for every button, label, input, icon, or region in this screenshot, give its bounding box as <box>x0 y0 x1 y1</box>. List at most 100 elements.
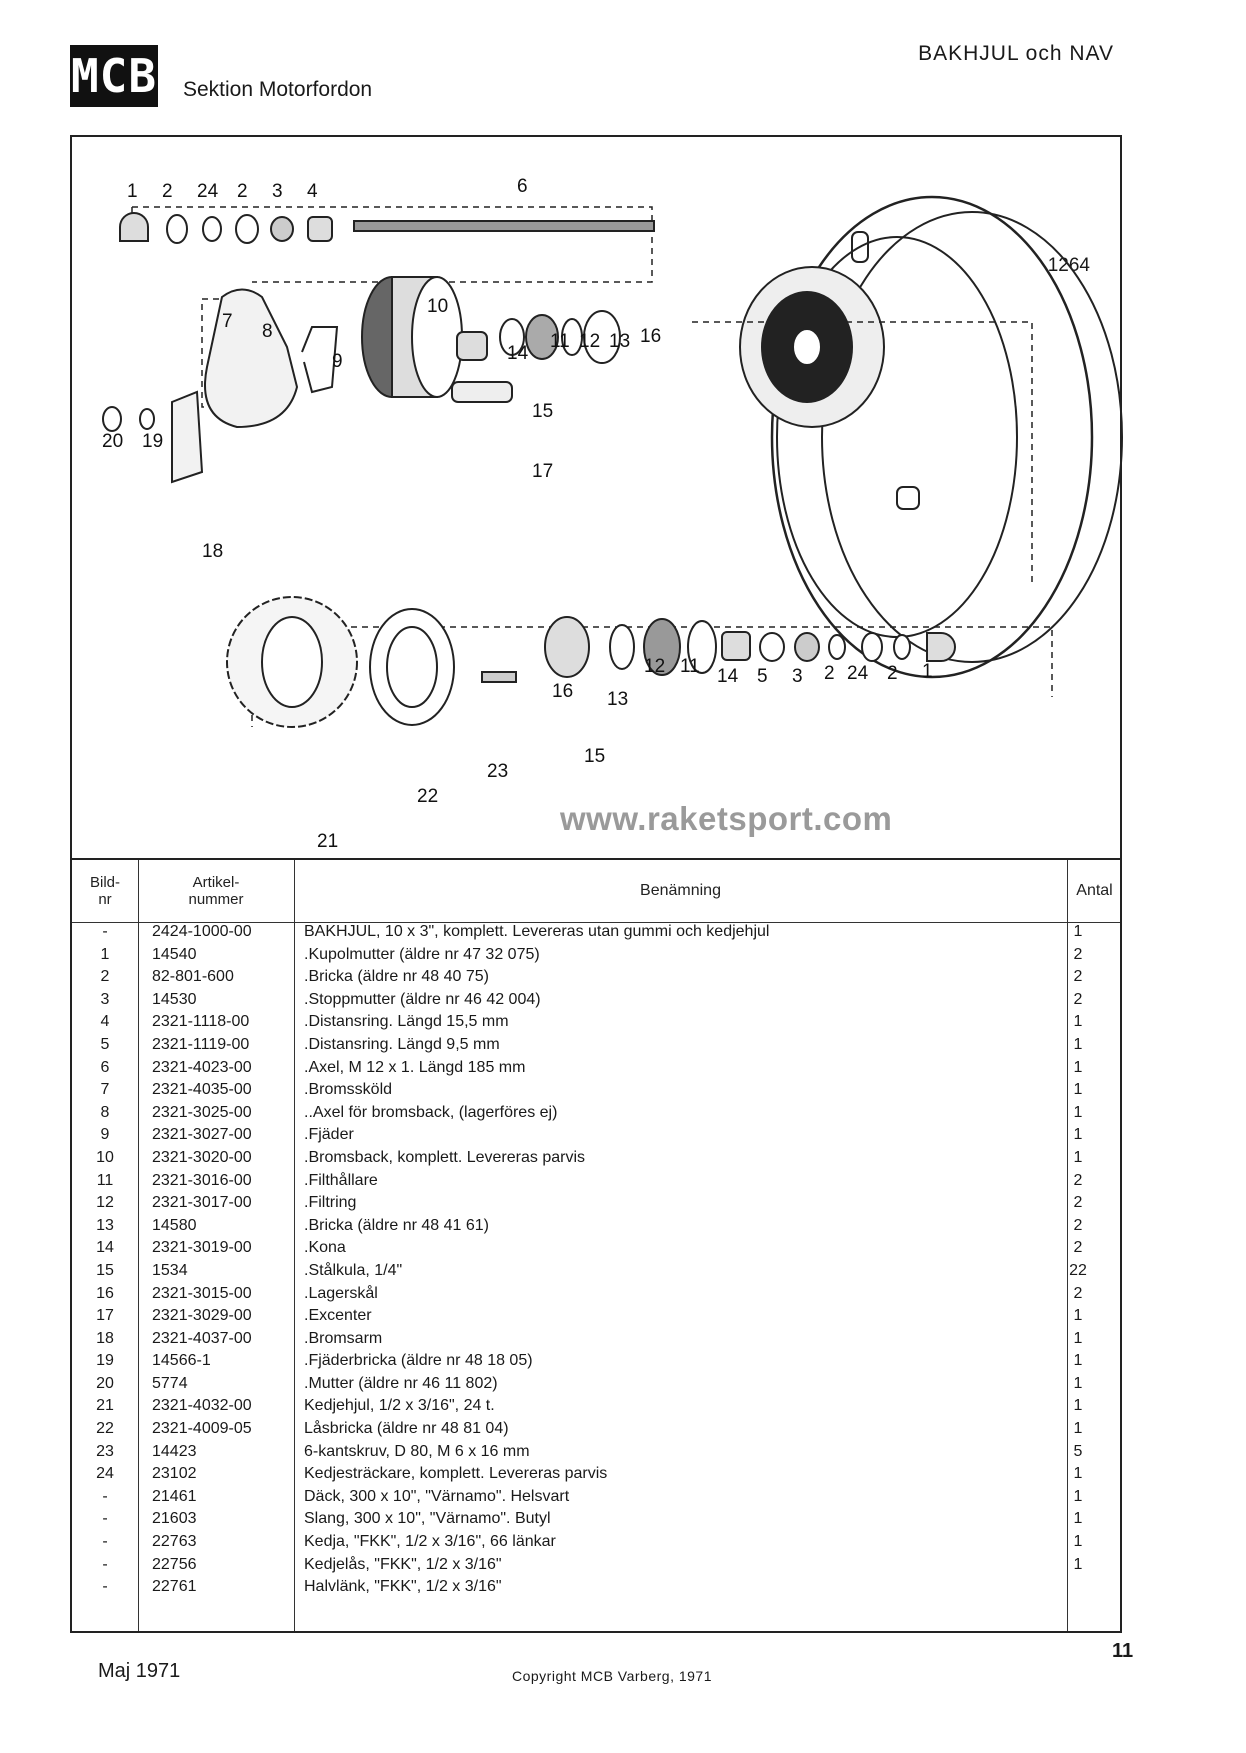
cell-benamning: .Stålkula, 1/4" <box>304 1261 403 1279</box>
cell-benamning: Låsbricka (äldre nr 48 81 04) <box>304 1420 509 1438</box>
page-number: 11 <box>1112 1640 1134 1662</box>
cell-artikel: 2321-4037-00 <box>152 1329 252 1347</box>
section-title: Sektion Motorfordon <box>183 78 373 101</box>
watermark: www.raketsport.com <box>560 800 893 837</box>
cell-antal: 1 <box>1073 1352 1083 1370</box>
cell-bild: 17 <box>96 1307 114 1325</box>
callout-b11: 11 <box>680 656 700 677</box>
cell-antal: 1 <box>1073 1307 1083 1325</box>
cell-artikel: 2321-4009-05 <box>152 1420 252 1438</box>
mcb-logo: MCB <box>70 45 158 107</box>
cell-benamning: .Distansring. Längd 9,5 mm <box>304 1035 500 1053</box>
callout-10: 10 <box>427 296 448 317</box>
cell-benamning: .Mutter (äldre nr 46 11 802) <box>304 1374 498 1392</box>
callout-7: 7 <box>222 311 233 332</box>
cell-benamning: Kedja, "FKK", 1/2 x 3/16", 66 länkar <box>304 1533 556 1551</box>
cell-antal: 1 <box>1073 1103 1083 1121</box>
cell-antal: 1 <box>1073 923 1083 940</box>
cell-artikel: 2321-1119-00 <box>152 1035 250 1053</box>
cell-artikel: 23102 <box>152 1465 197 1483</box>
cell-bild: 22 <box>96 1420 114 1438</box>
cell-artikel: 2321-3015-00 <box>152 1284 252 1302</box>
cell-benamning: .Lagerskål <box>304 1284 378 1302</box>
cell-artikel: 2321-4035-00 <box>152 1081 252 1099</box>
exploded-diagram-drawing: 1 2 24 2 3 4 6 7 8 10 9 14 11 12 13 16 1… <box>102 176 1123 852</box>
callout-23: 23 <box>487 761 508 782</box>
cell-bild: - <box>102 1487 108 1505</box>
cell-antal: 1 <box>1073 1058 1083 1076</box>
cell-bild: 10 <box>96 1148 114 1166</box>
cell-benamning: .Bricka (äldre nr 48 40 75) <box>304 968 489 986</box>
callout-19: 19 <box>142 431 163 452</box>
cell-bild: - <box>102 923 108 940</box>
cell-artikel: 14540 <box>152 945 197 963</box>
cell-antal: 1 <box>1073 1013 1083 1031</box>
callout-11: 11 <box>550 331 570 352</box>
callout-b2b: 2 <box>887 663 898 684</box>
cell-artikel: 22761 <box>152 1578 197 1596</box>
cell-artikel: 2424-1000-00 <box>152 923 252 940</box>
cell-antal: 1 <box>1073 1397 1083 1415</box>
callout-15: 15 <box>532 401 553 422</box>
cell-bild: - <box>102 1533 108 1551</box>
exploded-diagram: 1264 <box>70 135 1123 861</box>
cell-bild: 12 <box>96 1194 114 1212</box>
cell-benamning: Däck, 300 x 10", "Värnamo". Helsvart <box>304 1487 570 1505</box>
cell-antal: 2 <box>1073 968 1083 986</box>
footer-copyright: Copyright MCB Varberg, 1971 <box>512 1668 712 1684</box>
cell-benamning: .Bromsarm <box>304 1329 383 1347</box>
cell-benamning: Kedjesträckare, komplett. Levereras parv… <box>304 1465 608 1483</box>
cell-benamning: .Distansring. Längd 15,5 mm <box>304 1013 509 1031</box>
cell-benamning: Kedjehjul, 1/2 x 3/16", 24 t. <box>304 1397 495 1415</box>
cell-antal: 1 <box>1073 1533 1083 1551</box>
cell-artikel: 22756 <box>152 1555 197 1573</box>
cell-artikel: 2321-3027-00 <box>152 1126 252 1144</box>
callout-16: 16 <box>640 326 661 347</box>
cell-antal: 2 <box>1073 1216 1083 1234</box>
cell-artikel: 21461 <box>152 1487 197 1505</box>
cell-artikel: 2321-3017-00 <box>152 1194 252 1212</box>
callout-2b: 2 <box>237 181 248 202</box>
cell-benamning: .Fjäder <box>304 1126 354 1144</box>
cell-bild: 9 <box>100 1126 110 1144</box>
col-header-antal: Antal <box>1076 882 1113 899</box>
cell-bild: 1 <box>100 945 110 963</box>
cell-bild: 21 <box>96 1397 114 1415</box>
callout-b1: 1 <box>922 661 933 682</box>
callout-14: 14 <box>507 343 529 364</box>
cell-artikel: 14423 <box>152 1442 197 1460</box>
cell-antal: 1 <box>1073 1510 1083 1528</box>
cell-antal: 2 <box>1073 1194 1083 1212</box>
cell-artikel: 2321-4032-00 <box>152 1397 252 1415</box>
cell-benamning: .Bricka (äldre nr 48 41 61) <box>304 1216 489 1234</box>
col-header-artikel: Artikel- nummer <box>188 874 244 908</box>
callout-b14: 14 <box>717 666 739 687</box>
cell-bild: 18 <box>96 1329 114 1347</box>
cell-benamning: .Axel, M 12 x 1. Längd 185 mm <box>304 1058 526 1076</box>
cell-antal: 1 <box>1073 1487 1083 1505</box>
cell-benamning: Slang, 300 x 10", "Värnamo". Butyl <box>304 1510 551 1528</box>
callout-22: 22 <box>417 786 438 807</box>
cell-antal: 22 <box>1069 1261 1087 1279</box>
cell-antal: 2 <box>1073 990 1083 1008</box>
callout-13: 13 <box>609 331 630 352</box>
callout-20: 20 <box>102 431 123 452</box>
parts-table: Bild- nr Artikel- nummer Benämning Antal… <box>70 858 1122 1633</box>
cell-benamning: .Kona <box>304 1239 346 1257</box>
callout-3: 3 <box>272 181 283 202</box>
cell-artikel: 14566-1 <box>152 1352 211 1370</box>
cell-artikel: 2321-3016-00 <box>152 1171 252 1189</box>
cell-bild: 11 <box>96 1171 114 1189</box>
